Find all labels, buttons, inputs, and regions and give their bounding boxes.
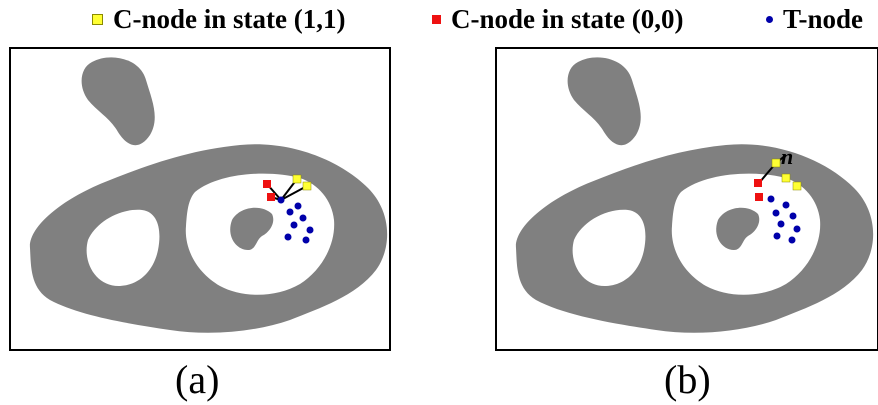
panel-b-frame: [495, 47, 878, 351]
c-nodes-00: [263, 180, 275, 201]
legend-item-cnode-00: C-node in state (0,0): [432, 4, 683, 35]
t-node: [294, 202, 302, 210]
small-region: [81, 57, 155, 146]
ring-region: [29, 144, 388, 333]
t-node: [767, 195, 775, 203]
yellow-cnode: [771, 158, 781, 168]
ring-region: [515, 144, 874, 333]
panel-b-caption: (b): [664, 357, 711, 402]
red-cnode: [267, 193, 275, 201]
yellow-cnode: [302, 181, 312, 191]
inner-island: [716, 207, 760, 250]
legend: C-node in state (1,1) C-node in state (0…: [0, 4, 878, 40]
yellow-square-marker-icon: [92, 14, 103, 25]
red-cnode: [755, 193, 763, 201]
c-nodes-11: [292, 174, 312, 191]
inner-island: [230, 207, 274, 250]
t-node: [777, 220, 785, 228]
legend-label: T-node: [783, 4, 864, 34]
t-node: [788, 236, 796, 244]
panel-a-caption: (a): [175, 357, 220, 402]
red-cnode: [754, 179, 762, 187]
t-node: [789, 212, 797, 220]
yellow-cnode: [292, 174, 302, 184]
legend-label: C-node in state (0,0): [451, 4, 684, 34]
t-node: [299, 214, 307, 222]
c-nodes-11: [771, 158, 802, 191]
t-node: [782, 201, 790, 209]
t-node: [302, 236, 310, 244]
yellow-cnode: [781, 173, 791, 183]
t-nodes: [277, 196, 314, 244]
yellow-cnode: [792, 181, 802, 191]
legend-item-cnode-11: C-node in state (1,1): [92, 4, 345, 35]
red-cnode: [263, 180, 271, 188]
node-n-label: n: [781, 144, 793, 169]
legend-item-tnode: T-node: [766, 4, 863, 35]
blue-dot-marker-icon: [766, 16, 773, 23]
c-nodes-00: [754, 179, 763, 201]
t-nodes: [767, 195, 801, 244]
t-node: [284, 233, 292, 241]
t-node: [793, 225, 801, 233]
t-node: [773, 232, 781, 240]
t-node: [286, 208, 294, 216]
t-node: [290, 221, 298, 229]
t-node: [772, 209, 780, 217]
t-node: [277, 196, 285, 204]
t-node: [306, 226, 314, 234]
legend-label: C-node in state (1,1): [113, 4, 346, 34]
red-square-marker-icon: [432, 15, 441, 24]
small-region: [567, 57, 641, 146]
